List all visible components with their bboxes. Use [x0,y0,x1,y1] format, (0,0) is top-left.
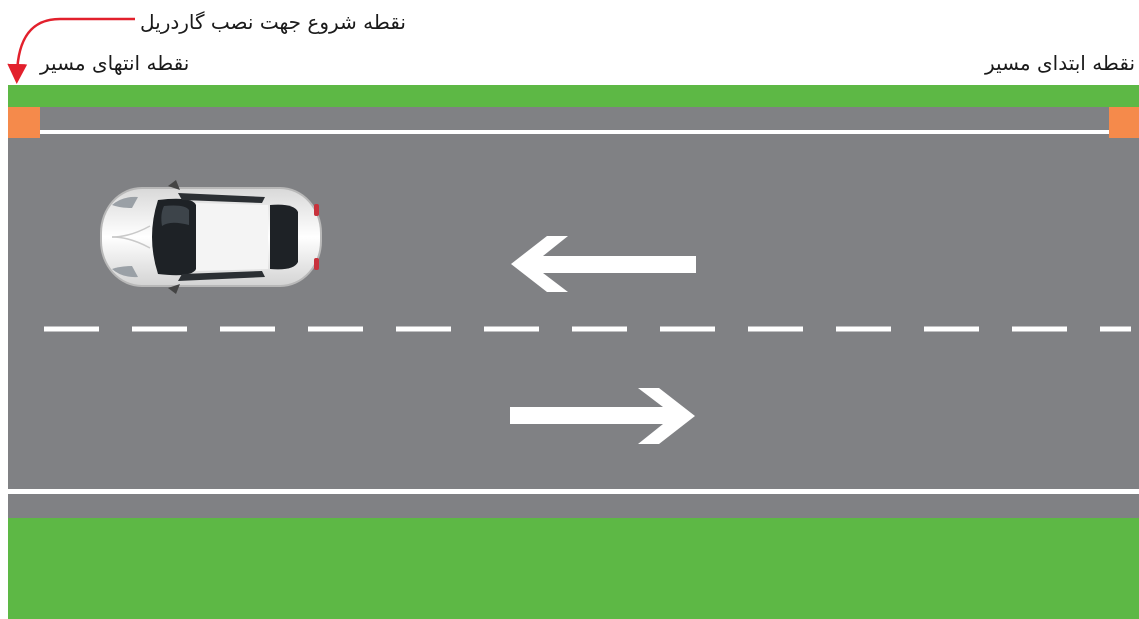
bottom-grass-strip [8,518,1139,619]
car-top-view-icon [100,180,322,294]
start-point-marker [1109,107,1139,138]
guardrail-pointer-arrow [17,19,135,74]
top-grass-strip [8,85,1139,107]
bottom-edge-line [8,489,1139,494]
top-edge-line [40,130,1110,134]
end-point-marker [8,107,40,138]
